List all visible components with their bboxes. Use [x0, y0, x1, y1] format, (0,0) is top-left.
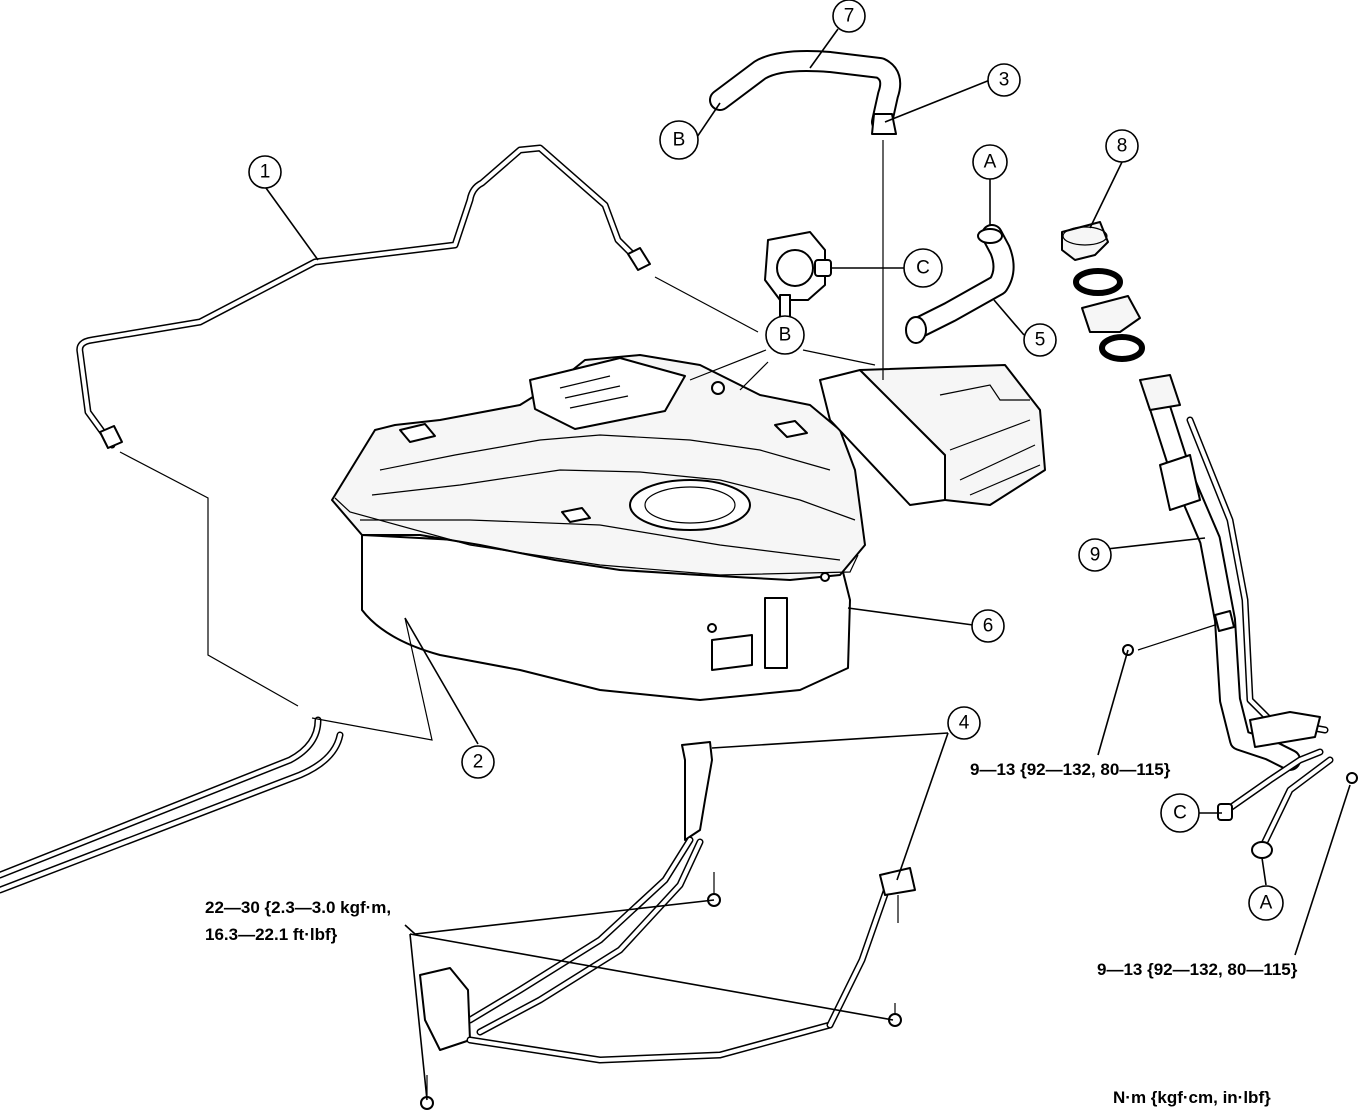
callout-5: 5: [1023, 323, 1057, 357]
torque-spec-strap-line1: 22—30 {2.3—3.0 kgf·m,: [205, 898, 391, 917]
torque-spec-filler-bracket: 9—13 {92—132, 80—115}: [970, 760, 1171, 779]
filler-cap-and-seals: [1061, 221, 1145, 362]
callout-B-mid-label: B: [779, 325, 792, 346]
fuel-filler-pipe: [1122, 374, 1358, 859]
callout-1: 1: [248, 155, 282, 189]
fuel-line-pipe: [0, 144, 651, 894]
fuel-tank-straps: [419, 741, 916, 1110]
callout-9: 9: [1078, 538, 1112, 572]
callout-A-top-label: A: [984, 152, 997, 173]
callout-3: 3: [987, 63, 1021, 97]
callout-C-top-label: C: [916, 258, 930, 279]
leader-lines: [119, 28, 1351, 1101]
callout-A-top: A: [972, 144, 1008, 180]
callout-4: 4: [947, 706, 981, 740]
callout-B-top: B: [659, 120, 699, 160]
vent-hose-7: [709, 50, 902, 135]
callout-A-bottom: A: [1248, 885, 1284, 921]
callout-9-label: 9: [1090, 545, 1101, 566]
callout-2: 2: [461, 745, 495, 779]
callout-8-label: 8: [1117, 136, 1128, 157]
torque-units-legend: N·m {kgf·cm, in·lbf}: [1113, 1088, 1271, 1107]
purge-solenoid-valve: [764, 231, 832, 331]
torque-spec-strap-line2: 16.3—22.1 ft·lbf}: [205, 925, 338, 944]
callout-C-top: C: [903, 248, 943, 288]
callout-5-label: 5: [1035, 330, 1046, 351]
callout-1-label: 1: [260, 162, 271, 183]
callout-C-bottom: C: [1160, 793, 1200, 833]
callout-C-bottom-label: C: [1173, 803, 1187, 824]
filler-vent-hose-5: [905, 224, 1015, 344]
callout-B-top-label: B: [673, 130, 686, 151]
callout-3-label: 3: [999, 70, 1010, 91]
callout-2-label: 2: [473, 752, 484, 773]
callout-7: 7: [832, 0, 866, 33]
callout-A-bottom-label: A: [1260, 893, 1273, 914]
fuel-tank: [331, 354, 866, 701]
callout-4-label: 4: [959, 713, 970, 734]
callout-6-label: 6: [983, 616, 994, 637]
callout-8: 8: [1105, 129, 1139, 163]
torque-spec-filler-lower: 9—13 {92—132, 80—115}: [1097, 960, 1298, 979]
callout-6: 6: [971, 609, 1005, 643]
charcoal-canister: [819, 364, 1046, 506]
callout-B-mid: B: [765, 315, 805, 355]
callout-7-label: 7: [844, 6, 855, 27]
